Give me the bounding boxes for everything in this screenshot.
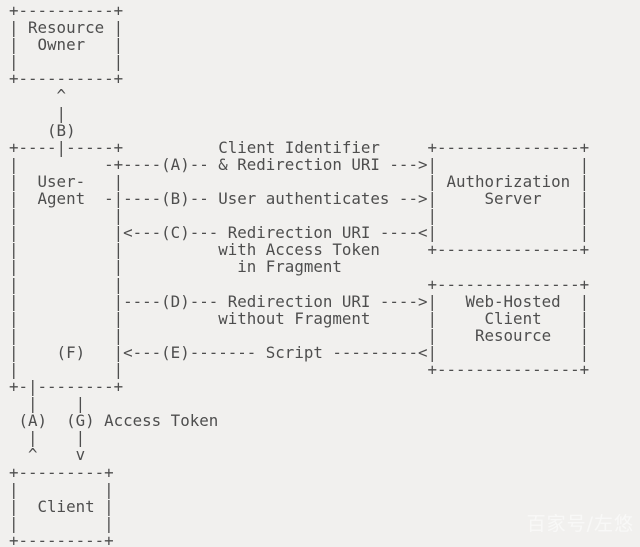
oauth-implicit-flow-ascii-diagram: +----------+ | Resource | | Owner | | | … [9,1,590,547]
screenshot-root: +----------+ | Resource | | Owner | | | … [9,1,590,547]
